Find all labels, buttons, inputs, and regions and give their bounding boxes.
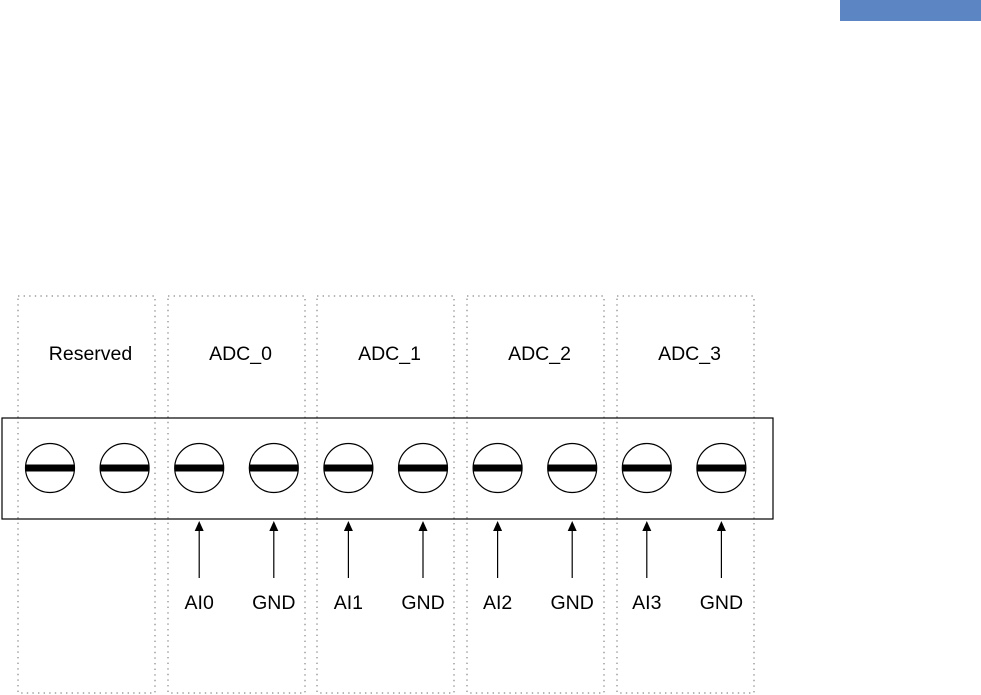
screw-terminal (100, 444, 149, 493)
group-label: ADC_3 (658, 343, 721, 365)
screw-terminal (399, 444, 448, 493)
screw-terminal (175, 444, 224, 493)
pin-arrow: GND (700, 521, 743, 614)
arrow-head (195, 521, 204, 531)
screw-terminals (26, 444, 746, 493)
pin-label: GND (401, 592, 444, 614)
arrow-head (269, 521, 278, 531)
screw-slot (697, 465, 746, 472)
screw-slot (26, 465, 75, 472)
screw-slot (249, 465, 298, 472)
arrow-head (717, 521, 726, 531)
pin-arrow: GND (401, 521, 444, 614)
pin-label: GND (252, 592, 295, 614)
pin-label: AI0 (185, 592, 214, 614)
group-label: ADC_1 (358, 343, 421, 365)
pin-label: AI2 (483, 592, 512, 614)
screw-slot (548, 465, 597, 472)
group-label: Reserved (49, 343, 132, 365)
screw-slot (175, 465, 224, 472)
pin-arrow: GND (252, 521, 295, 614)
screw-slot (473, 465, 522, 472)
screw-slot (622, 465, 671, 472)
screw-terminal (473, 444, 522, 493)
arrow-head (642, 521, 651, 531)
screw-terminal (548, 444, 597, 493)
pin-label: GND (551, 592, 594, 614)
screw-terminal (249, 444, 298, 493)
screw-slot (399, 465, 448, 472)
pin-arrow: AI1 (334, 521, 363, 614)
arrow-head (493, 521, 502, 531)
screw-slot (100, 465, 149, 472)
group-label: ADC_0 (209, 343, 272, 365)
screw-terminal (26, 444, 75, 493)
arrow-head (568, 521, 577, 531)
group-label: ADC_2 (508, 343, 571, 365)
screw-terminal (697, 444, 746, 493)
pin-arrows: AI0 GND AI1 GND AI2 GND AI3 GND (185, 521, 744, 614)
pin-arrow: AI3 (632, 521, 661, 614)
pin-label: GND (700, 592, 743, 614)
group-labels: Reserved ADC_0 ADC_1 ADC_2 ADC_3 (49, 343, 721, 365)
screw-slot (324, 465, 373, 472)
arrow-head (344, 521, 353, 531)
pin-arrow: AI0 (185, 521, 214, 614)
arrow-head (419, 521, 428, 531)
pin-label: AI1 (334, 592, 363, 614)
screw-terminal (324, 444, 373, 493)
pin-arrow: GND (551, 521, 594, 614)
screw-terminal (622, 444, 671, 493)
pin-arrow: AI2 (483, 521, 512, 614)
pin-label: AI3 (632, 592, 661, 614)
